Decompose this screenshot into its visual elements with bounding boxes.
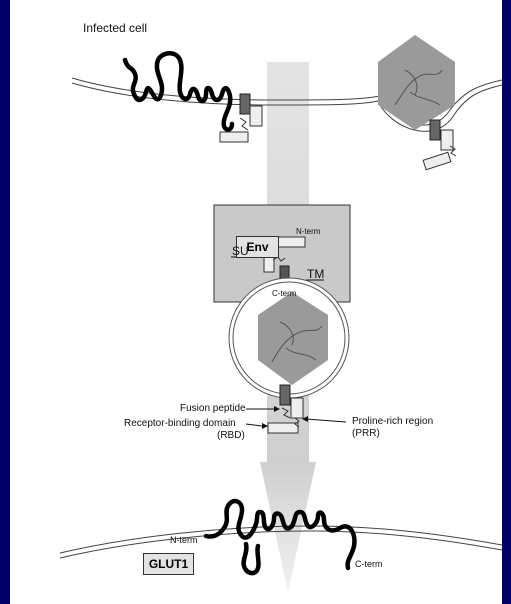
tm-cterm-label: C-term: [272, 290, 296, 298]
diagram-svg: [10, 0, 502, 604]
virion-su: [291, 398, 303, 418]
env-on-membrane-right: [423, 120, 456, 170]
env-label: Env: [246, 240, 268, 254]
tm-label: TM: [307, 268, 324, 280]
su-nterm-label: N-term: [296, 228, 320, 236]
su-label: SU: [232, 245, 249, 257]
virion-tm: [280, 385, 290, 405]
glut1-nterm-label: N-term: [170, 536, 198, 545]
su-domain-nterm: [275, 237, 305, 247]
prr-label-line2: (PRR): [352, 429, 380, 439]
figure-panel: Infected cell Env SU TM N-term C-term Fu…: [10, 0, 502, 604]
glut1-label: GLUT1: [149, 557, 188, 571]
rbd-domain: [268, 423, 298, 433]
rbd-label-line1: Receptor-binding domain: [124, 419, 236, 429]
budding-virus: [378, 35, 455, 130]
prr-label-line1: Proline-rich region: [352, 417, 433, 427]
rbd-label-line2: (RBD): [217, 431, 245, 441]
glut1-label-box: GLUT1: [143, 553, 194, 575]
infected-cell-squiggle: [125, 53, 232, 129]
glut1-cterm-label: C-term: [355, 560, 383, 569]
fusion-peptide-label: Fusion peptide: [180, 404, 246, 414]
infected-cell-label: Infected cell: [83, 22, 147, 34]
